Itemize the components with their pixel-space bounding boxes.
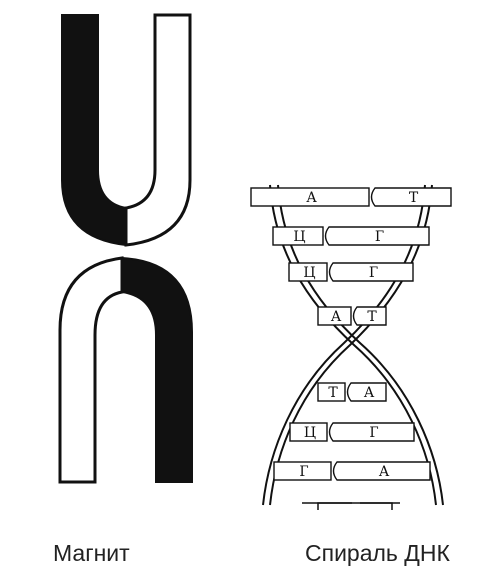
dna-base-right-label: Г: [375, 229, 384, 245]
dna-base-left-label: Ц: [303, 265, 315, 281]
magnet-caption: Магнит: [53, 540, 130, 567]
dna-base-right-label: Т: [367, 309, 377, 325]
dna-partial-rung: [302, 503, 400, 510]
lower-magnet-white-pole: [60, 258, 122, 482]
dna-base-right-label: Г: [369, 265, 378, 281]
lower-n-magnet: [60, 258, 192, 482]
dna-caption: Спираль ДНК: [305, 540, 450, 567]
dna-base-right-label: А: [364, 385, 375, 401]
dna-base-right-label: А: [379, 464, 390, 480]
dna-base-left-label: Ц: [293, 229, 305, 245]
magnet-diagram: [60, 15, 192, 482]
upper-magnet-white-pole: [126, 15, 190, 245]
dna-base-left-label: Ц: [304, 425, 316, 441]
upper-u-magnet: [62, 15, 190, 245]
dna-base-left-label: Т: [328, 385, 338, 401]
lower-magnet-black-pole: [122, 258, 192, 482]
dna-base-right-label: Г: [369, 425, 378, 441]
dna-base-right-label: Т: [409, 190, 419, 206]
upper-magnet-black-pole: [62, 15, 126, 245]
dna-base-left-label: А: [331, 309, 342, 325]
dna-base-left-label: А: [306, 190, 317, 206]
dna-base-left-label: Г: [299, 464, 308, 480]
